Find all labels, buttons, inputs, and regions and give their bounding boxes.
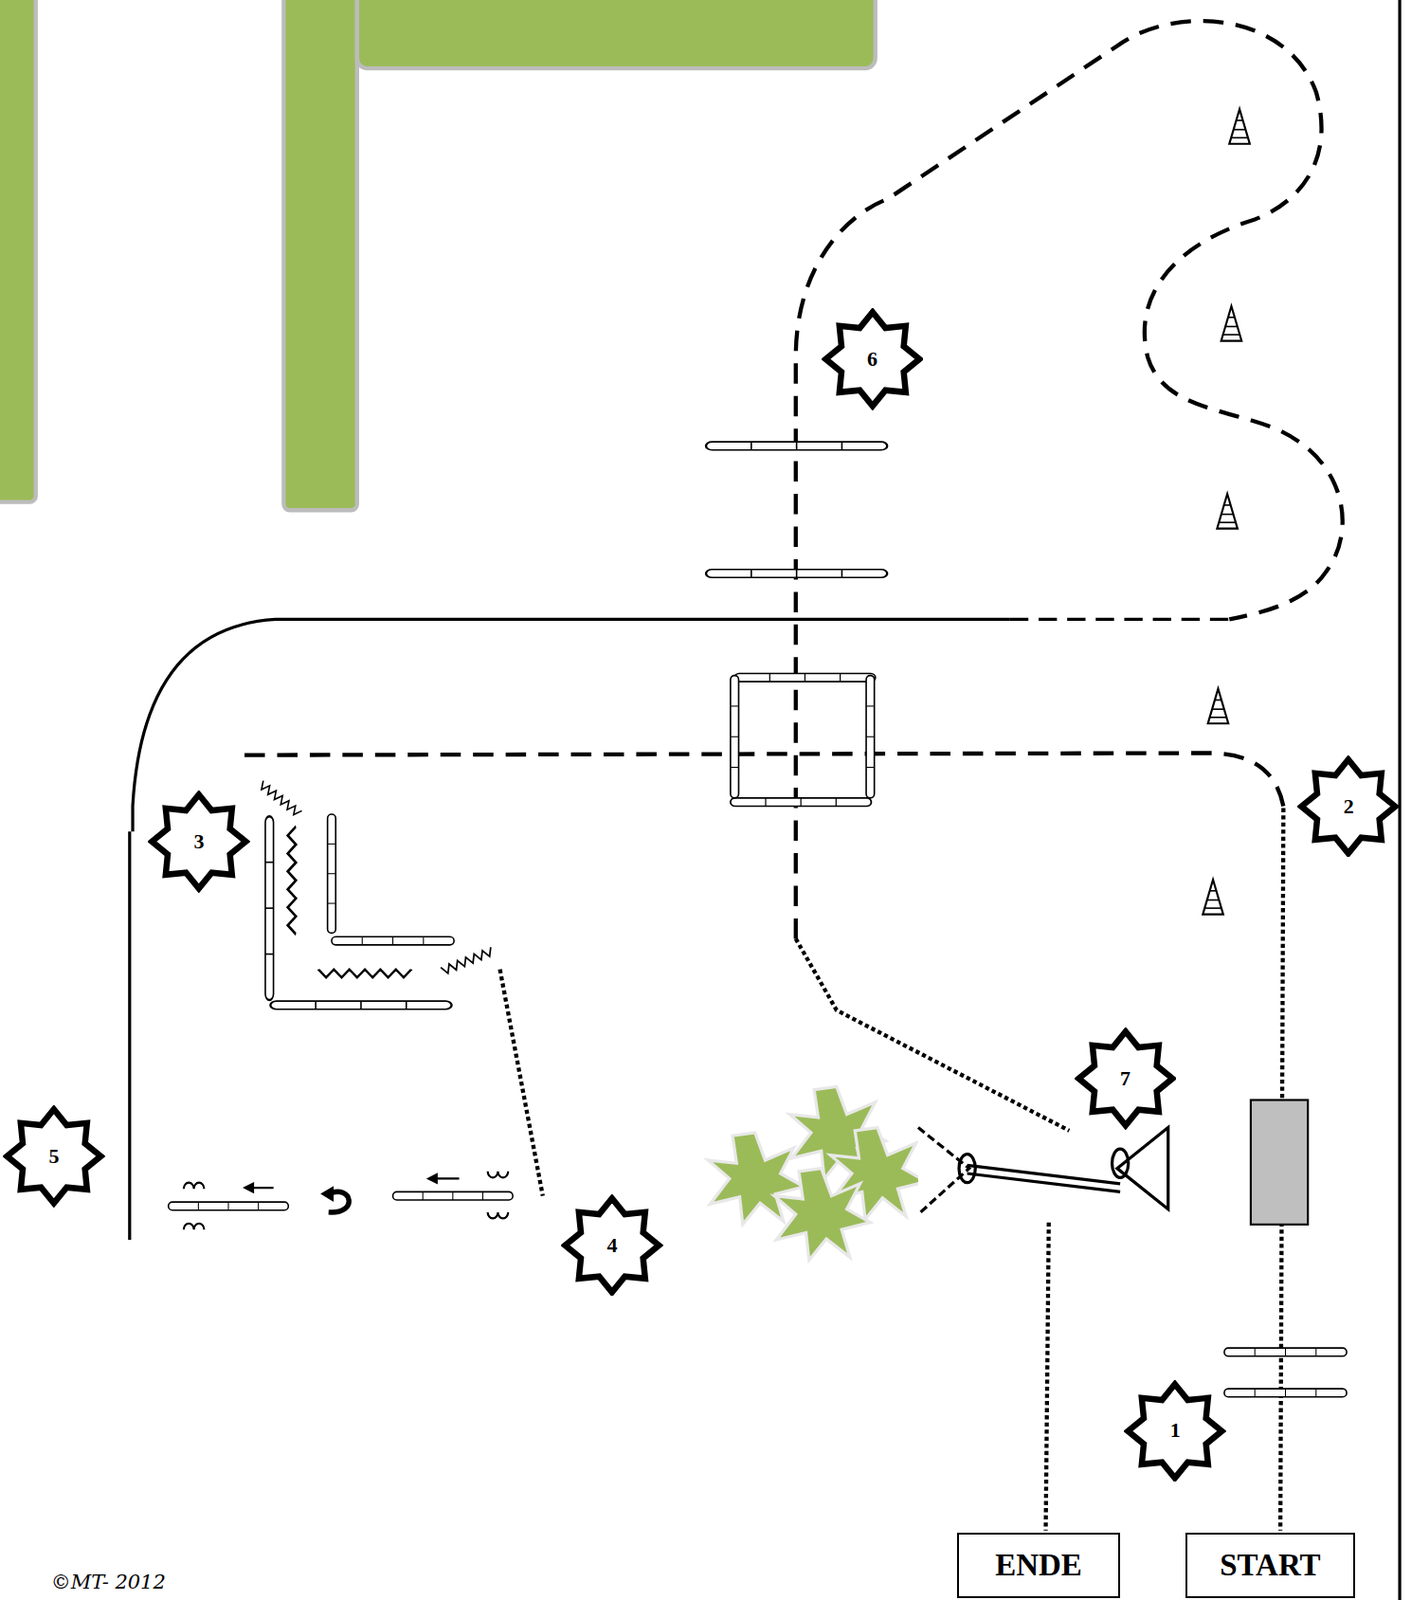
callout-number: 5: [49, 1143, 60, 1169]
station-marker: 2: [1297, 755, 1400, 858]
callout-number: 6: [867, 346, 878, 372]
callout-number: 2: [1343, 794, 1355, 819]
station-marker: 5: [2, 1104, 106, 1208]
station-marker: 7: [1074, 1027, 1177, 1130]
gate: [918, 1127, 1169, 1215]
arena-border: [1397, 0, 1401, 1600]
arena-fence: [129, 618, 1231, 1240]
copyright-note: ©MT- 2012: [51, 1570, 166, 1593]
station-marker: 1: [1123, 1379, 1227, 1483]
bridge: [1250, 1100, 1308, 1225]
poles: [168, 441, 1347, 1397]
sign-text: ENDE: [994, 1547, 1083, 1583]
sign-text: START: [1219, 1547, 1321, 1583]
cones: [1202, 108, 1250, 914]
dotted-path: [500, 808, 1285, 1531]
sign-box: START: [1185, 1532, 1356, 1598]
station-marker: 6: [821, 307, 924, 411]
bushes: [707, 1086, 926, 1261]
backing-symbols: [183, 1171, 508, 1230]
green-area: [0, 0, 876, 510]
zigzags: [258, 780, 495, 978]
callout-number: 7: [1120, 1066, 1131, 1091]
callout-number: 3: [193, 829, 204, 854]
station-marker: 3: [147, 790, 251, 893]
callout-number: 1: [1170, 1417, 1181, 1443]
callout-number: 4: [606, 1232, 617, 1258]
station-marker: 4: [560, 1193, 664, 1297]
sign-box: ENDE: [957, 1532, 1121, 1598]
course-path: [239, 20, 1343, 939]
